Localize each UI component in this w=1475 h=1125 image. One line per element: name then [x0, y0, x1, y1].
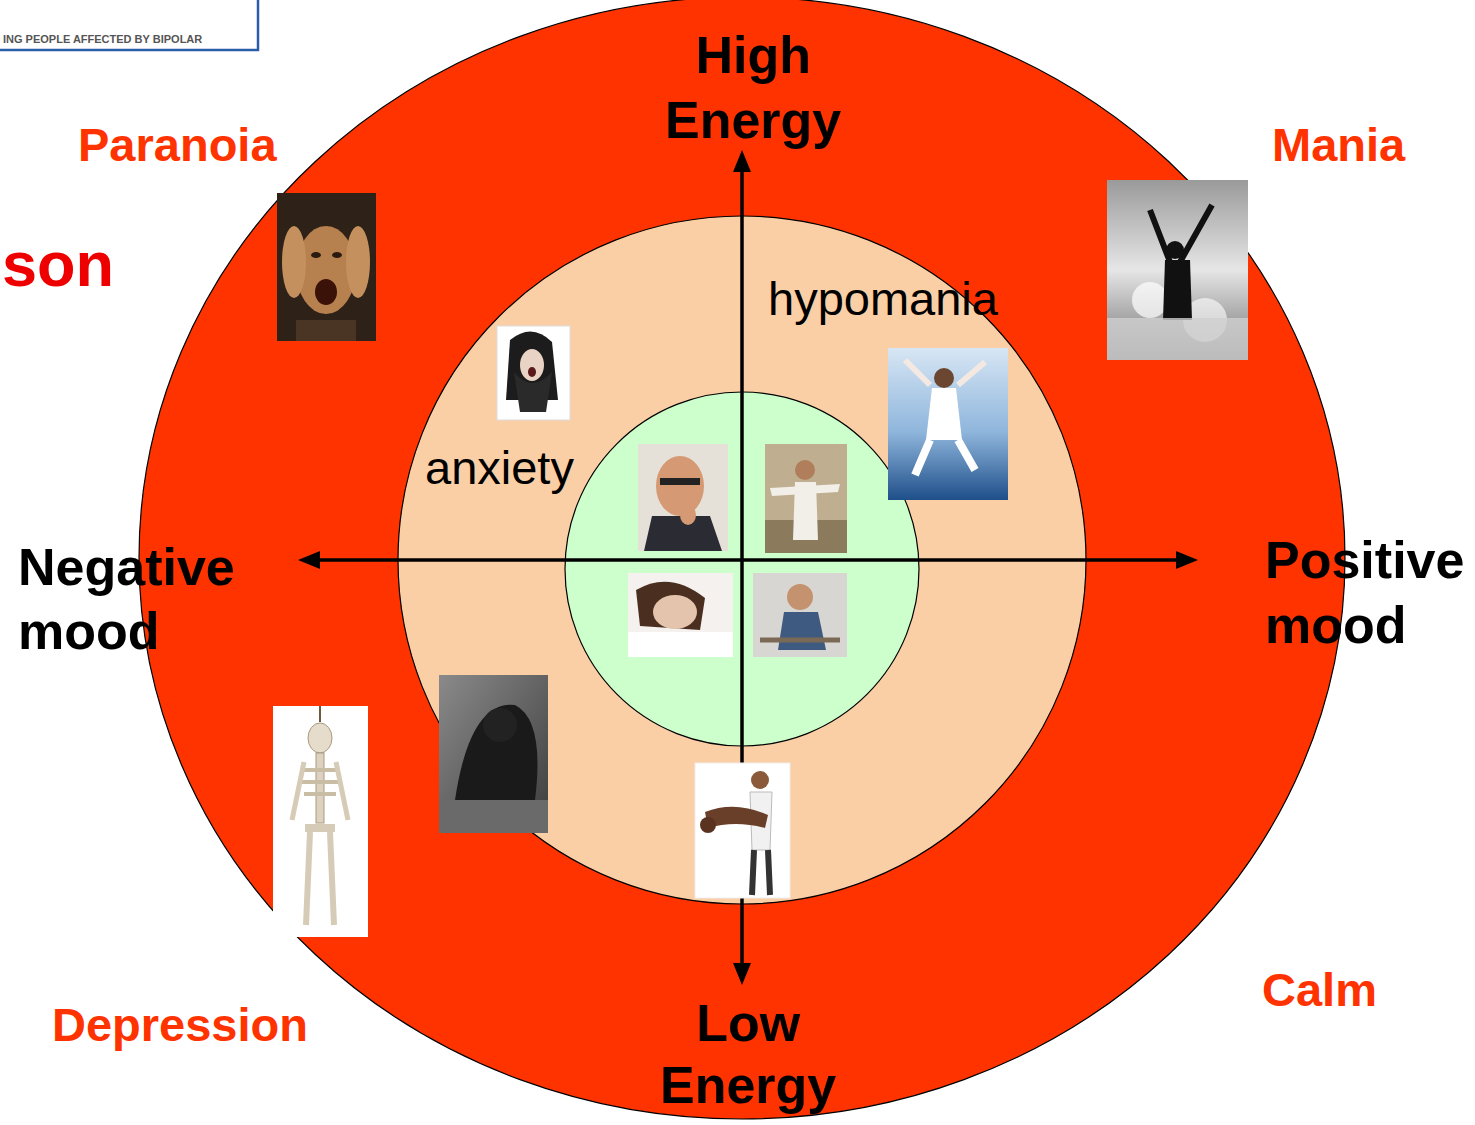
text-slot: Paranoia [78, 117, 277, 173]
thinking-photo [638, 444, 728, 551]
despair-photo [439, 675, 548, 833]
open-arms-photo [765, 444, 847, 553]
axis-label: High Energy [665, 23, 841, 153]
zone-label: anxiety [425, 441, 574, 495]
paranoia-photo [277, 193, 376, 341]
text-slot: Mania [1272, 117, 1405, 173]
text-slot: Negative mood [18, 536, 235, 664]
text-slot: anxiety [425, 441, 574, 495]
mania-photo [1107, 180, 1248, 360]
logo-strapline: ING PEOPLE AFFECTED BY BIPOLAR [3, 33, 202, 45]
hypomania-photo [888, 348, 1008, 500]
logo-frame [0, 0, 258, 50]
text-slot: son [2, 228, 114, 300]
slumped-couple-photo [695, 763, 790, 898]
anxiety-photo [497, 326, 570, 420]
state-label: Calm [1262, 962, 1377, 1018]
zone-label: hypomania [768, 272, 998, 326]
axis-label: Low Energy [660, 992, 836, 1117]
sitting-photo [753, 573, 847, 657]
state-label: Mania [1272, 117, 1405, 173]
axis-label: Negative mood [18, 536, 235, 664]
resting-photo [628, 573, 733, 657]
text-slot: Low Energy [660, 992, 836, 1117]
state-label: Depression [52, 997, 308, 1053]
text-slot: Depression [52, 997, 308, 1053]
text-slot: High Energy [665, 23, 841, 153]
axis-label: Positive mood [1265, 528, 1464, 658]
text-slot: hypomania [768, 272, 998, 326]
text-slot: Calm [1262, 962, 1377, 1018]
text-slot: Positive mood [1265, 528, 1464, 658]
state-label: Paranoia [78, 117, 277, 173]
extreme-zone [139, 0, 1345, 1119]
title-fragment: son [2, 228, 114, 300]
text-slot: ING PEOPLE AFFECTED BY BIPOLAR [3, 33, 202, 45]
mood-axes [298, 150, 1198, 985]
skeleton-photo [273, 706, 368, 937]
